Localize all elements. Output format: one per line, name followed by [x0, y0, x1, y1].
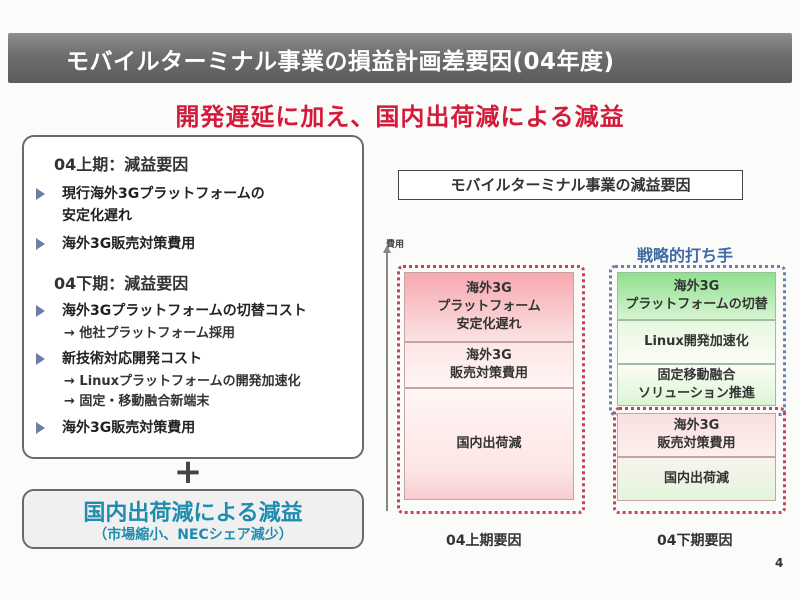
page-number: 4 — [775, 556, 784, 570]
h1-total-outline — [397, 265, 585, 514]
plus-icon: + — [173, 452, 203, 492]
bullet-triangle-icon — [36, 188, 45, 200]
h2-item-1-sub: → 他社プラットフォーム採用 — [64, 326, 236, 341]
domestic-decline-note: （市場縮小、NECシェア減少） — [93, 527, 293, 543]
x-label-h1: 04上期要因 — [446, 533, 522, 549]
domestic-decline-title: 国内出荷減による減益 — [83, 501, 303, 526]
bullet-triangle-icon — [36, 353, 45, 365]
h2-item-2-sub-1: → Linuxプラットフォームの開発加速化 — [64, 374, 301, 389]
h2-item-1: 海外3Gプラットフォームの切替コスト — [62, 303, 307, 319]
h2-seg-linux: Linux開発加速化 — [617, 320, 776, 364]
domestic-decline-box: 国内出荷減による減益 （市場縮小、NECシェア減少） — [22, 489, 364, 549]
title-bar: モバイルターミナル事業の損益計画差要因(04年度) — [8, 33, 792, 83]
h1-seg-domestic-decline: 国内出荷減 — [404, 388, 574, 500]
h2-seg-platform-switch: 海外3G プラットフォームの切替 — [617, 272, 776, 320]
h2-seg-fmc: 固定移動融合 ソリューション推進 — [617, 364, 776, 406]
bullet-triangle-icon — [36, 305, 45, 317]
bullet-triangle-icon — [36, 238, 45, 250]
bullet-triangle-icon — [36, 422, 45, 434]
h1-seg-sales-cost: 海外3G 販売対策費用 — [404, 342, 574, 388]
h1-item-1-line2: 安定化遅れ — [62, 208, 132, 224]
h1-item-2: 海外3G販売対策費用 — [62, 236, 196, 252]
h2-item-2-sub-2: → 固定・移動融合新端末 — [64, 394, 210, 409]
strategy-label: 戦略的打ち手 — [637, 246, 734, 265]
page-title: モバイルターミナル事業の損益計画差要因(04年度) — [66, 49, 615, 75]
h1-seg-platform-delay: 海外3G プラットフォーム 安定化遅れ — [404, 272, 574, 342]
y-axis-label: 費用 — [386, 240, 405, 250]
chart-title: モバイルターミナル事業の減益要因 — [398, 170, 743, 200]
h2-loss-outline — [613, 407, 786, 514]
y-axis-arrow-icon — [383, 245, 391, 253]
h2-seg-sales-cost: 海外3G 販売対策費用 — [617, 413, 776, 457]
h2-heading: 04下期：減益要因 — [54, 274, 189, 293]
y-axis — [386, 251, 388, 511]
h2-item-3: 海外3G販売対策費用 — [62, 420, 196, 436]
h1-heading: 04上期：減益要因 — [54, 155, 189, 174]
h2-seg-domestic-decline: 国内出荷減 — [617, 457, 776, 501]
h2-item-2: 新技術対応開発コスト — [62, 351, 202, 367]
x-label-h2: 04下期要因 — [657, 533, 733, 549]
subtitle: 開発遅延に加え、国内出荷減による減益 — [175, 103, 625, 131]
h1-item-1-line1: 現行海外3Gプラットフォームの — [62, 186, 265, 202]
reasons-panel: 04上期：減益要因 現行海外3Gプラットフォームの 安定化遅れ 海外3G販売対策… — [22, 135, 364, 459]
